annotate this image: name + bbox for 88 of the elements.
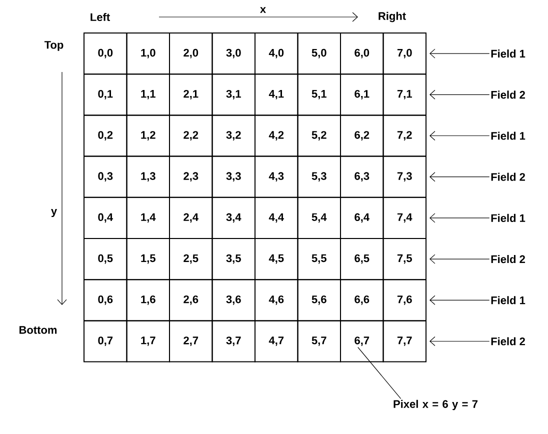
grid-cell: 6,7 <box>340 320 384 362</box>
grid-cell: 3,1 <box>212 74 256 116</box>
grid-cell: 6,0 <box>340 32 384 75</box>
axis-label: Right <box>378 12 406 22</box>
grid-cell: 4,6 <box>254 279 298 322</box>
grid-cell: 7,5 <box>382 238 426 280</box>
grid-cell: 6,3 <box>340 156 384 198</box>
grid-cell: 7,0 <box>382 32 426 75</box>
grid-cell: 1,0 <box>126 32 170 75</box>
grid-cell: 1,2 <box>126 114 170 157</box>
grid-cell: 3,7 <box>212 320 256 362</box>
axis-label: Bottom <box>20 326 57 334</box>
arrow <box>430 90 490 100</box>
grid-cell: 4,7 <box>254 320 298 362</box>
axis-label: x <box>260 7 266 13</box>
grid-cell: 0,6 <box>84 279 128 322</box>
grid-cell: 5,6 <box>297 279 341 322</box>
arrow <box>430 172 490 182</box>
field-label: Field 1 <box>491 296 526 304</box>
arrow <box>430 336 490 346</box>
grid-cell: 6,2 <box>340 114 384 157</box>
grid-cell: 4,2 <box>254 114 298 157</box>
grid-cell: 7,7 <box>382 320 426 362</box>
grid-cell: 7,1 <box>382 74 426 116</box>
grid-cell: 1,5 <box>126 238 170 280</box>
grid-cell: 3,0 <box>212 32 256 75</box>
axis-label: y <box>51 208 57 218</box>
field-label: Field 2 <box>491 337 525 346</box>
grid-cell: 2,5 <box>169 238 213 280</box>
grid-cell: 3,6 <box>212 279 256 322</box>
field-label: Field 2 <box>491 255 525 264</box>
grid-cell: 0,4 <box>84 196 128 239</box>
grid-cell: 2,3 <box>169 156 213 198</box>
arrow <box>430 254 490 264</box>
grid-cell: 1,4 <box>126 196 170 239</box>
grid-cell: 3,2 <box>212 114 256 157</box>
grid-cell: 6,1 <box>340 74 384 116</box>
grid-cell: 1,1 <box>126 74 170 116</box>
field-label: Field 1 <box>491 50 526 58</box>
grid-cell: 7,6 <box>382 279 426 322</box>
grid-cell: 0,3 <box>84 156 128 198</box>
field-label: Field 2 <box>491 90 525 99</box>
grid-cell: 5,1 <box>297 74 341 116</box>
grid-cell: 4,1 <box>254 74 298 116</box>
axis-label: Top <box>44 41 64 51</box>
grid-cell: 2,2 <box>169 114 213 157</box>
grid-cell: 4,0 <box>254 32 298 75</box>
grid-cell: 2,6 <box>169 279 213 322</box>
arrow <box>430 213 490 223</box>
grid-cell: 2,0 <box>169 32 213 75</box>
grid-cell: 2,4 <box>169 196 213 239</box>
grid-cell: 0,5 <box>84 238 128 280</box>
grid-cell: 4,4 <box>254 196 298 239</box>
grid-cell: 5,3 <box>297 156 341 198</box>
field-label: Field 1 <box>491 214 526 222</box>
grid-cell: 6,4 <box>340 196 384 239</box>
grid-cell: 6,6 <box>340 279 384 322</box>
grid-cell: 5,5 <box>297 238 341 280</box>
grid-cell: 7,2 <box>382 114 426 157</box>
grid-cell: 1,6 <box>126 279 170 322</box>
leader-line <box>358 346 402 399</box>
arrow <box>430 48 490 58</box>
axis-label: Left <box>90 12 110 22</box>
grid-cell: 0,1 <box>84 74 128 116</box>
field-label: Field 1 <box>491 132 526 140</box>
grid-cell: 5,2 <box>297 114 341 157</box>
grid-cell: 2,7 <box>169 320 213 362</box>
grid-cell: 3,5 <box>212 238 256 280</box>
arrow <box>430 295 490 305</box>
grid-cell: 0,2 <box>84 114 128 157</box>
grid-cell: 6,5 <box>340 238 384 280</box>
pixel-label: Pixel x = 6 y = 7 <box>394 400 478 410</box>
grid-cell: 0,7 <box>84 320 128 362</box>
grid-cell: 4,3 <box>254 156 298 198</box>
grid-cell: 5,4 <box>297 196 341 239</box>
grid-cell: 3,3 <box>212 156 256 198</box>
grid-cell: 7,4 <box>382 196 426 239</box>
grid-cell: 3,4 <box>212 196 256 239</box>
grid-cell: 0,0 <box>84 32 128 75</box>
grid-cell: 5,7 <box>297 320 341 362</box>
grid-cell: 7,3 <box>382 156 426 198</box>
grid-cell: 1,7 <box>126 320 170 362</box>
grid-cell: 1,3 <box>126 156 170 198</box>
grid-cell: 4,5 <box>254 238 298 280</box>
arrow <box>430 130 490 141</box>
grid-cell: 2,1 <box>169 74 213 116</box>
grid-cell: 5,0 <box>297 32 341 75</box>
field-label: Field 2 <box>491 172 525 181</box>
